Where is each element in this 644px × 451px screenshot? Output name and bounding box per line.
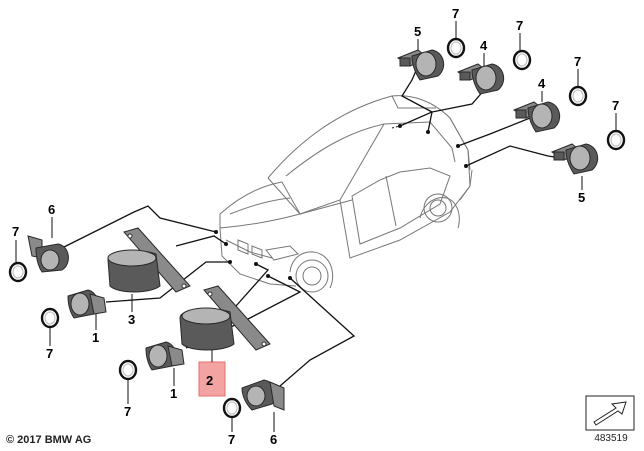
seal-ring-top2 bbox=[512, 49, 532, 71]
callout-7-right2: 7 bbox=[612, 98, 619, 113]
callout-2: 2 bbox=[206, 373, 213, 388]
callout-7-mid: 7 bbox=[46, 346, 53, 361]
diagram-id: 483519 bbox=[594, 433, 628, 444]
callout-7-right1: 7 bbox=[574, 54, 581, 69]
callout-2-highlight bbox=[198, 361, 226, 397]
sensor-left-6 bbox=[27, 235, 69, 273]
callout-4-top: 4 bbox=[480, 38, 488, 53]
callout-6-bottom: 6 bbox=[270, 432, 277, 447]
sensor-right-4 bbox=[512, 101, 561, 133]
leader-lines bbox=[61, 65, 575, 387]
seal-ring-right2 bbox=[606, 129, 626, 151]
callout-7-top2: 7 bbox=[516, 18, 523, 33]
orientation-arrow-icon bbox=[585, 395, 635, 431]
control-unit-3 bbox=[107, 227, 191, 293]
sensor-top-5 bbox=[396, 49, 445, 81]
car-outline bbox=[219, 95, 473, 293]
seal-ring-right1 bbox=[568, 85, 588, 107]
seal-ring-top1 bbox=[446, 37, 466, 59]
control-unit-2 bbox=[179, 285, 271, 351]
callout-7-top1: 7 bbox=[452, 6, 459, 21]
seal-ring-low bbox=[118, 359, 138, 381]
callout-5-right: 5 bbox=[578, 190, 585, 205]
seal-ring-left bbox=[8, 261, 28, 283]
sensor-right-5 bbox=[550, 143, 599, 175]
callout-7-left: 7 bbox=[12, 224, 19, 239]
callout-1-mid: 1 bbox=[92, 330, 99, 345]
callout-6-left: 6 bbox=[48, 202, 55, 217]
sensor-mid-1 bbox=[67, 289, 107, 319]
seal-ring-mid bbox=[40, 307, 60, 329]
callout-5-top: 5 bbox=[414, 24, 421, 39]
callout-3: 3 bbox=[128, 312, 135, 327]
sensor-bottom-6 bbox=[241, 379, 285, 411]
callout-4-right: 4 bbox=[538, 76, 546, 91]
callout-7-bottom: 7 bbox=[228, 432, 235, 447]
callout-labels: 7 7 5 4 4 7 7 5 6 7 3 7 1 2 1 7 7 6 bbox=[12, 6, 619, 447]
callout-7-low: 7 bbox=[124, 404, 131, 419]
callout-1-low: 1 bbox=[170, 386, 177, 401]
sensor-low-1 bbox=[145, 341, 185, 371]
copyright-text: © 2017 BMW AG bbox=[6, 434, 92, 446]
seal-ring-bottom bbox=[222, 397, 242, 419]
sensor-top-4 bbox=[456, 63, 505, 95]
